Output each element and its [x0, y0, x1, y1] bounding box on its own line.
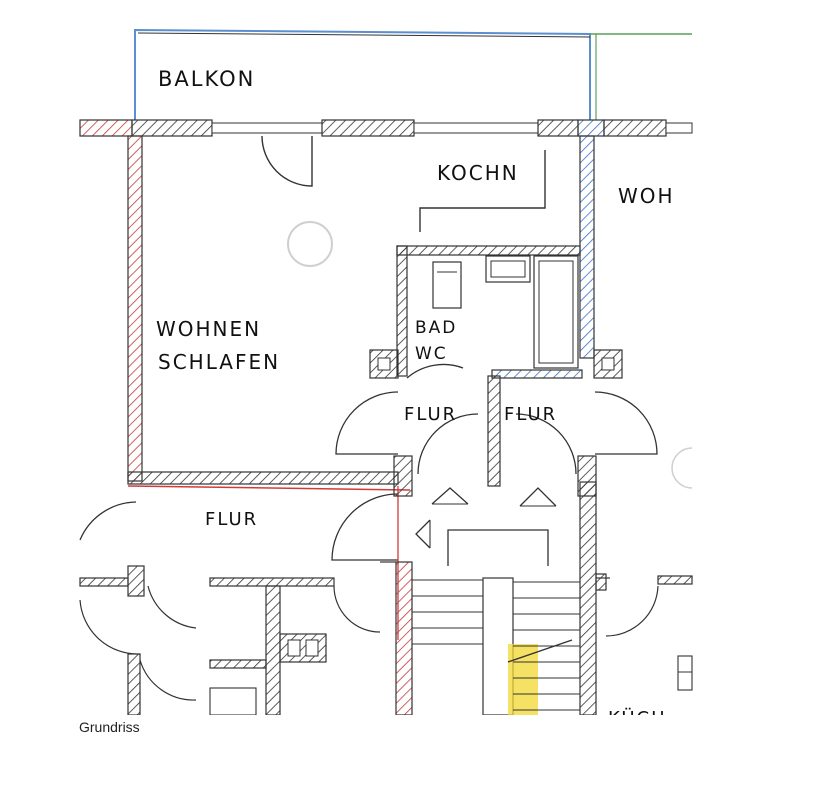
- label-hall-left: FLUR: [404, 404, 457, 425]
- lower-left-walls: [79, 501, 381, 715]
- label-living-line1: WOHNEN: [156, 317, 261, 341]
- label-bath-line1: BAD: [415, 318, 457, 338]
- label-living-line2: SCHLAFEN: [158, 350, 280, 374]
- kitchenette-counter: [419, 150, 546, 232]
- balcony-outline: [134, 28, 692, 120]
- hall-door-swings: [331, 391, 658, 561]
- party-wall-right: [579, 135, 595, 359]
- floor-plan-drawing: BALKON KOCHN WOH WOHNEN SCHLAFEN BAD WC …: [79, 28, 693, 715]
- living-wall-bottom: [127, 471, 411, 640]
- bathroom-fixtures: [432, 255, 579, 369]
- label-kitchenette: KOCHN: [437, 161, 519, 185]
- stamp-mark: [287, 221, 333, 267]
- bathroom-walls: [396, 245, 583, 487]
- stair-markers: [415, 487, 557, 566]
- wall-pillars: [369, 349, 623, 379]
- living-wall-left: [127, 135, 143, 482]
- image-caption: Grundriss: [79, 719, 140, 735]
- label-hall-right: FLUR: [504, 404, 557, 425]
- exterior-wall-top: [79, 119, 693, 137]
- stairwell-walls: [380, 455, 610, 715]
- lower-right-walls: [595, 447, 693, 691]
- label-living-right: WOH: [618, 184, 675, 208]
- label-hall-main: FLUR: [205, 509, 258, 530]
- label-balcony: BALKON: [158, 67, 255, 91]
- balcony-door-swing: [261, 135, 313, 187]
- label-bath-line2: WC: [415, 344, 448, 364]
- staircase: [412, 577, 580, 715]
- label-kitchen-bottom: KÜCH: [608, 707, 667, 715]
- bath-door-swing: [406, 363, 464, 379]
